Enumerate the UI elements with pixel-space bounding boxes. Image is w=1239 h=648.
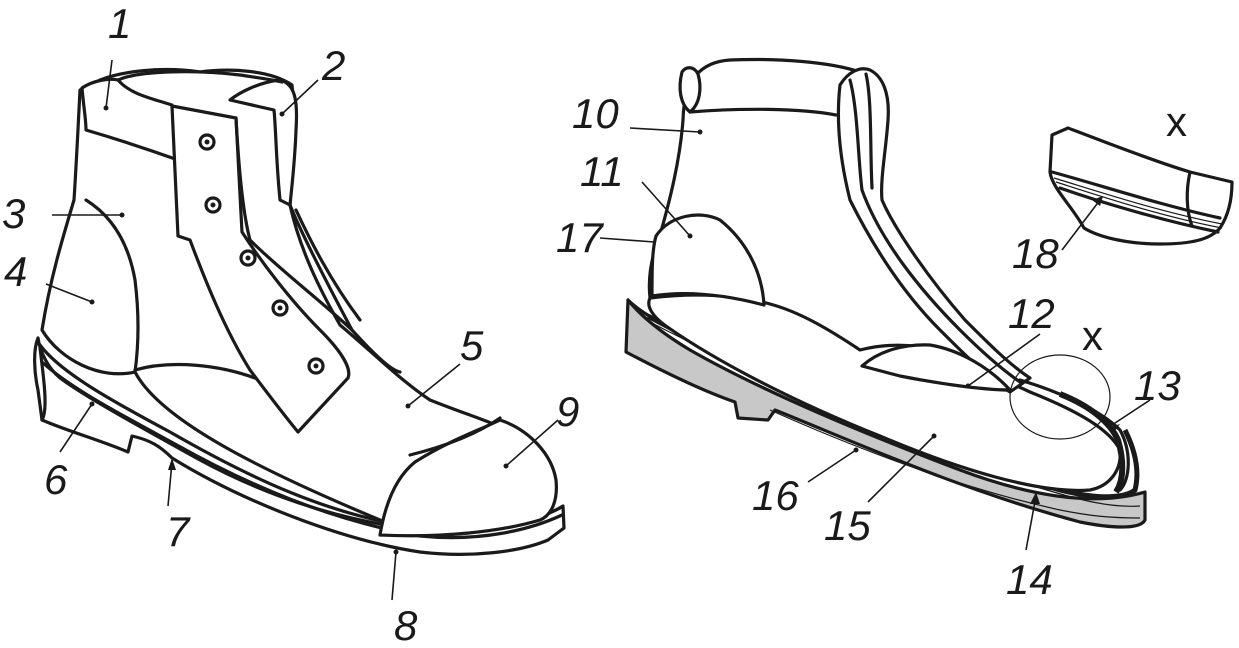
eyelet bbox=[204, 196, 222, 214]
right-leaders bbox=[599, 127, 1151, 551]
lace-panel bbox=[170, 104, 351, 434]
mark-x-callout: x bbox=[1082, 312, 1103, 359]
tongue-edge bbox=[234, 116, 354, 332]
label-6: 6 bbox=[44, 456, 68, 503]
label-2: 2 bbox=[321, 42, 345, 89]
toe-puff bbox=[860, 343, 1012, 392]
right-number-labels: 10 11 12 13 14 15 16 17 18 x x bbox=[556, 90, 1187, 603]
inset-body bbox=[1048, 126, 1234, 246]
heel-line bbox=[38, 346, 47, 422]
toe-vamp bbox=[1018, 378, 1130, 492]
eyelet-inner bbox=[210, 202, 216, 208]
label-16: 16 bbox=[752, 472, 799, 519]
eyelet bbox=[239, 249, 257, 267]
label-7: 7 bbox=[166, 508, 191, 555]
mark-x-detail: x bbox=[1166, 98, 1187, 145]
label-15: 15 bbox=[824, 502, 871, 549]
inset-layer-4 bbox=[1058, 186, 1220, 234]
quarter-seam bbox=[84, 198, 140, 374]
eyelet bbox=[198, 133, 216, 151]
heel-counter bbox=[650, 213, 766, 307]
label-11: 11 bbox=[580, 148, 624, 195]
toe-cap bbox=[378, 418, 558, 538]
label-9: 9 bbox=[556, 388, 579, 435]
toe-vamp-2 bbox=[1058, 391, 1126, 494]
tongue-strip-inner-2 bbox=[864, 72, 874, 190]
welt-line-2 bbox=[40, 360, 564, 540]
label-14: 14 bbox=[1006, 556, 1053, 603]
eyelet bbox=[271, 299, 289, 317]
collar-back bbox=[228, 78, 299, 207]
toe-cap-seam bbox=[408, 416, 502, 457]
eyelet-inner bbox=[204, 139, 210, 145]
inset-cap bbox=[1185, 170, 1194, 228]
vamp-seam bbox=[133, 362, 262, 382]
left-number-labels: 1 2 3 4 5 6 7 8 9 bbox=[2, 0, 579, 648]
label-4: 4 bbox=[4, 248, 27, 295]
tongue-edge-3 bbox=[294, 208, 362, 322]
inset-layer-3 bbox=[1055, 181, 1223, 229]
cutaway-boot: 10 11 12 13 14 15 16 17 18 x x bbox=[556, 57, 1234, 603]
assembled-boot: 1 2 3 4 5 6 7 8 9 bbox=[2, 0, 579, 648]
label-3: 3 bbox=[2, 190, 25, 237]
sole-groove-2 bbox=[769, 409, 1141, 519]
inset-layer-1 bbox=[1050, 170, 1222, 220]
eyelet-inner bbox=[313, 363, 319, 369]
cutaway-outsole bbox=[624, 298, 1147, 529]
left-leaders bbox=[45, 59, 559, 601]
eyelets bbox=[198, 133, 325, 375]
eyelet-inner bbox=[245, 255, 251, 261]
label-17: 17 bbox=[556, 214, 604, 261]
label-8: 8 bbox=[394, 602, 418, 648]
label-10: 10 bbox=[572, 90, 619, 137]
detail-circle bbox=[1009, 354, 1111, 440]
label-18: 18 bbox=[1012, 230, 1059, 277]
label-13: 13 bbox=[1134, 362, 1181, 409]
cutaway-collar-line bbox=[688, 107, 838, 117]
tongue-edge-2 bbox=[288, 203, 402, 374]
eyelet bbox=[307, 357, 325, 375]
detail-inset bbox=[1048, 126, 1234, 246]
cutaway-collar-loop bbox=[678, 66, 702, 114]
collar-top bbox=[116, 70, 284, 84]
inset-layer-2 bbox=[1053, 177, 1223, 225]
label-1: 1 bbox=[108, 0, 131, 47]
tongue-strip-inner bbox=[848, 78, 1022, 384]
label-5: 5 bbox=[460, 322, 484, 369]
tongue-strip bbox=[836, 67, 1032, 394]
eyelet-inner bbox=[277, 305, 283, 311]
label-12: 12 bbox=[1008, 290, 1055, 337]
